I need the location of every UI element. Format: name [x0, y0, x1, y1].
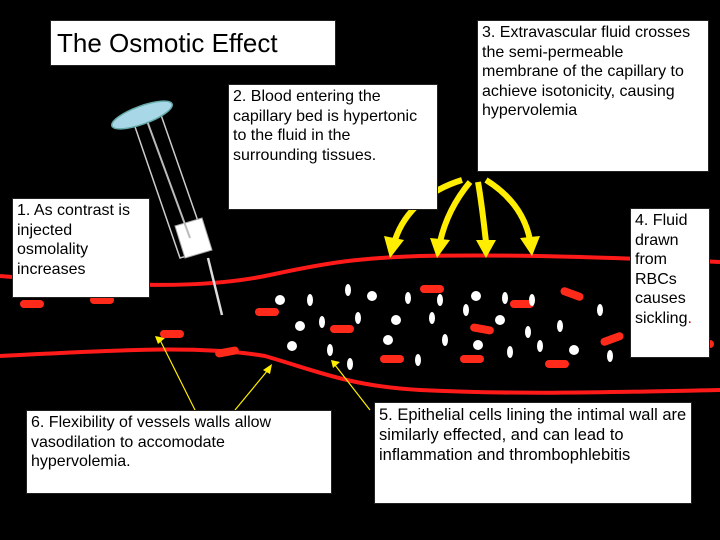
red-blood-cell: [330, 325, 354, 333]
syringe-plunger-rod: [145, 117, 191, 239]
callout-1-contrast-injection: 1. As contrast is injected osmolality in…: [12, 198, 150, 298]
contrast-particle: [463, 304, 469, 316]
red-blood-cell: [470, 323, 494, 335]
syringe-plunger-head: [111, 100, 173, 130]
syringe-icon: [111, 100, 224, 316]
callout-5-epithelial-cells: 5. Epithelial cells lining the intimal w…: [374, 402, 692, 504]
contrast-particle: [405, 292, 411, 304]
arrow-icon: [484, 177, 533, 241]
callout-4-rbc-sickling: 4. Fluid drawn from RBCs causes sickling…: [630, 208, 710, 358]
red-blood-cell: [420, 285, 444, 293]
arrow-icon: [475, 181, 489, 243]
contrast-particle: [442, 334, 448, 346]
arrow-head: [430, 238, 450, 258]
contrast-particle: [529, 294, 535, 306]
contrast-particle: [597, 304, 603, 316]
contrast-particle: [473, 340, 483, 350]
syringe-needle: [206, 257, 224, 316]
contrast-particles: [275, 284, 613, 370]
contrast-particle: [437, 294, 443, 306]
red-blood-cell: [510, 300, 534, 308]
callout-4-text: 4. Fluid drawn from RBCs causes sickling: [635, 212, 688, 327]
contrast-particle: [507, 346, 513, 358]
page-title: The Osmotic Effect: [50, 20, 336, 66]
red-blood-cell: [160, 330, 184, 338]
contrast-particle: [429, 312, 435, 324]
red-blood-cell: [215, 346, 239, 358]
arrow-head: [520, 236, 540, 256]
leader-line: [159, 339, 196, 411]
contrast-particle: [275, 295, 285, 305]
contrast-particle: [327, 344, 333, 356]
red-blood-cell: [560, 287, 584, 301]
leader-line: [334, 364, 371, 411]
contrast-particle: [347, 358, 353, 370]
red-blood-cell: [460, 355, 484, 363]
callout-leaders: [155, 336, 371, 411]
arrow-icon: [437, 180, 473, 243]
contrast-particle: [355, 312, 361, 324]
red-blood-cells: [20, 285, 714, 368]
vessel-lower-wall: [0, 347, 720, 395]
leader-line: [234, 369, 269, 411]
callout-6-vessel-flexibility: 6. Flexibility of vessels walls allow va…: [26, 410, 332, 494]
red-blood-cell: [380, 355, 404, 363]
contrast-particle: [557, 320, 563, 332]
contrast-particle: [319, 316, 325, 328]
contrast-particle: [307, 294, 313, 306]
contrast-particle: [367, 291, 377, 301]
red-blood-cell: [600, 332, 624, 346]
contrast-particle: [569, 345, 579, 355]
arrow-head: [384, 236, 404, 258]
arrow-head: [476, 240, 496, 258]
callout-2-hypertonic-blood: 2. Blood entering the capillary bed is h…: [228, 84, 438, 210]
red-blood-cell: [20, 300, 44, 308]
callout-4-period: .: [687, 309, 692, 327]
red-blood-cell: [545, 360, 569, 368]
syringe-plunger-tip: [174, 217, 213, 259]
contrast-particle: [495, 315, 505, 325]
contrast-particle: [607, 350, 613, 362]
callout-3-extravascular-fluid: 3. Extravascular fluid crosses the semi-…: [477, 20, 709, 172]
contrast-particle: [383, 335, 393, 345]
contrast-particle: [525, 326, 531, 338]
red-blood-cell: [90, 296, 114, 304]
contrast-particle: [415, 354, 421, 366]
fluid-arrows: [384, 177, 540, 258]
contrast-particle: [295, 321, 305, 331]
contrast-particle: [287, 341, 297, 351]
contrast-particle: [391, 315, 401, 325]
red-blood-cell: [255, 308, 279, 316]
contrast-particle: [502, 292, 508, 304]
contrast-particle: [345, 284, 351, 296]
contrast-particle: [537, 340, 543, 352]
contrast-particle: [471, 291, 481, 301]
